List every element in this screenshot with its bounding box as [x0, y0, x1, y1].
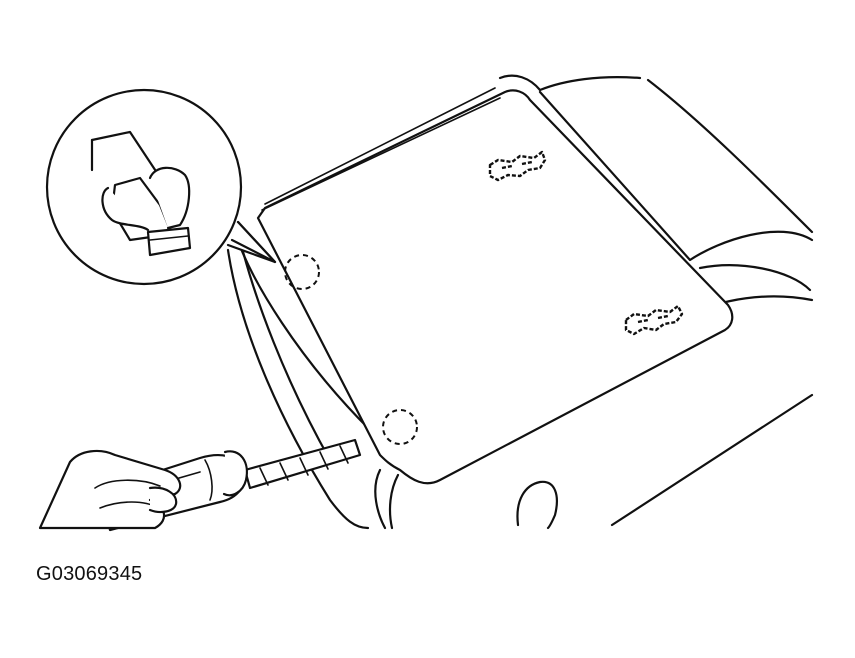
- clip-locations: [284, 254, 418, 445]
- clip-detail-callout: [45, 88, 277, 286]
- clip-location-upper: [284, 254, 320, 290]
- panel-claw-marks: [488, 150, 684, 336]
- access-cover-panel: [256, 87, 734, 485]
- clip-location-lower: [382, 409, 418, 445]
- figure-code: G03069345: [36, 563, 143, 585]
- console-bump: [388, 473, 558, 530]
- hand: [38, 449, 182, 530]
